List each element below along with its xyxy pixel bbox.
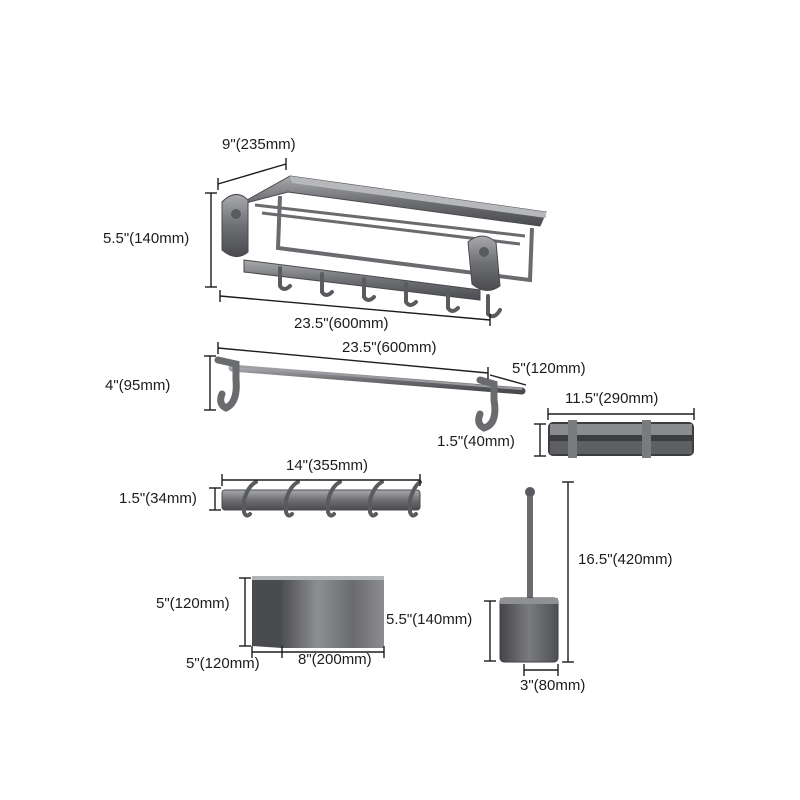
towel-bar-depth-label: 5"(120mm) xyxy=(512,360,586,377)
tissue-box-depth-label: 5"(120mm) xyxy=(186,655,260,672)
towel-bar-height-label: 4"(95mm) xyxy=(105,377,171,394)
tissue-box-height-label: 5"(120mm) xyxy=(156,595,230,612)
brush-base-width-label: 3"(80mm) xyxy=(520,677,586,694)
brush-holder-height-label: 5.5"(140mm) xyxy=(386,611,473,628)
toilet-brush-illustration xyxy=(499,487,559,663)
corner-shelf-illustration xyxy=(548,420,694,458)
towel-rack-depth-label: 9"(235mm) xyxy=(222,136,296,153)
corner-shelf-width-label: 11.5"(290mm) xyxy=(565,390,659,407)
tissue-box-width-label: 8"(200mm) xyxy=(298,651,372,668)
hook-rail-height-label: 1.5"(34mm) xyxy=(119,490,197,507)
towel-rack-height-label: 5.5"(140mm) xyxy=(103,230,190,247)
tissue-box-illustration xyxy=(252,576,384,648)
dimension-lines xyxy=(204,158,695,676)
towel-bar-width-label: 23.5"(600mm) xyxy=(342,339,437,356)
brush-total-height-label: 16.5"(420mm) xyxy=(578,551,673,568)
hook-rail-width-label: 14"(355mm) xyxy=(286,457,369,474)
towel-bar-illustration xyxy=(214,356,526,432)
hook-rail-illustration xyxy=(221,480,422,518)
corner-shelf-height-label: 1.5"(40mm) xyxy=(437,433,515,450)
towel-rack-width-label: 23.5"(600mm) xyxy=(294,315,389,332)
towel-rack-illustration xyxy=(221,175,547,319)
